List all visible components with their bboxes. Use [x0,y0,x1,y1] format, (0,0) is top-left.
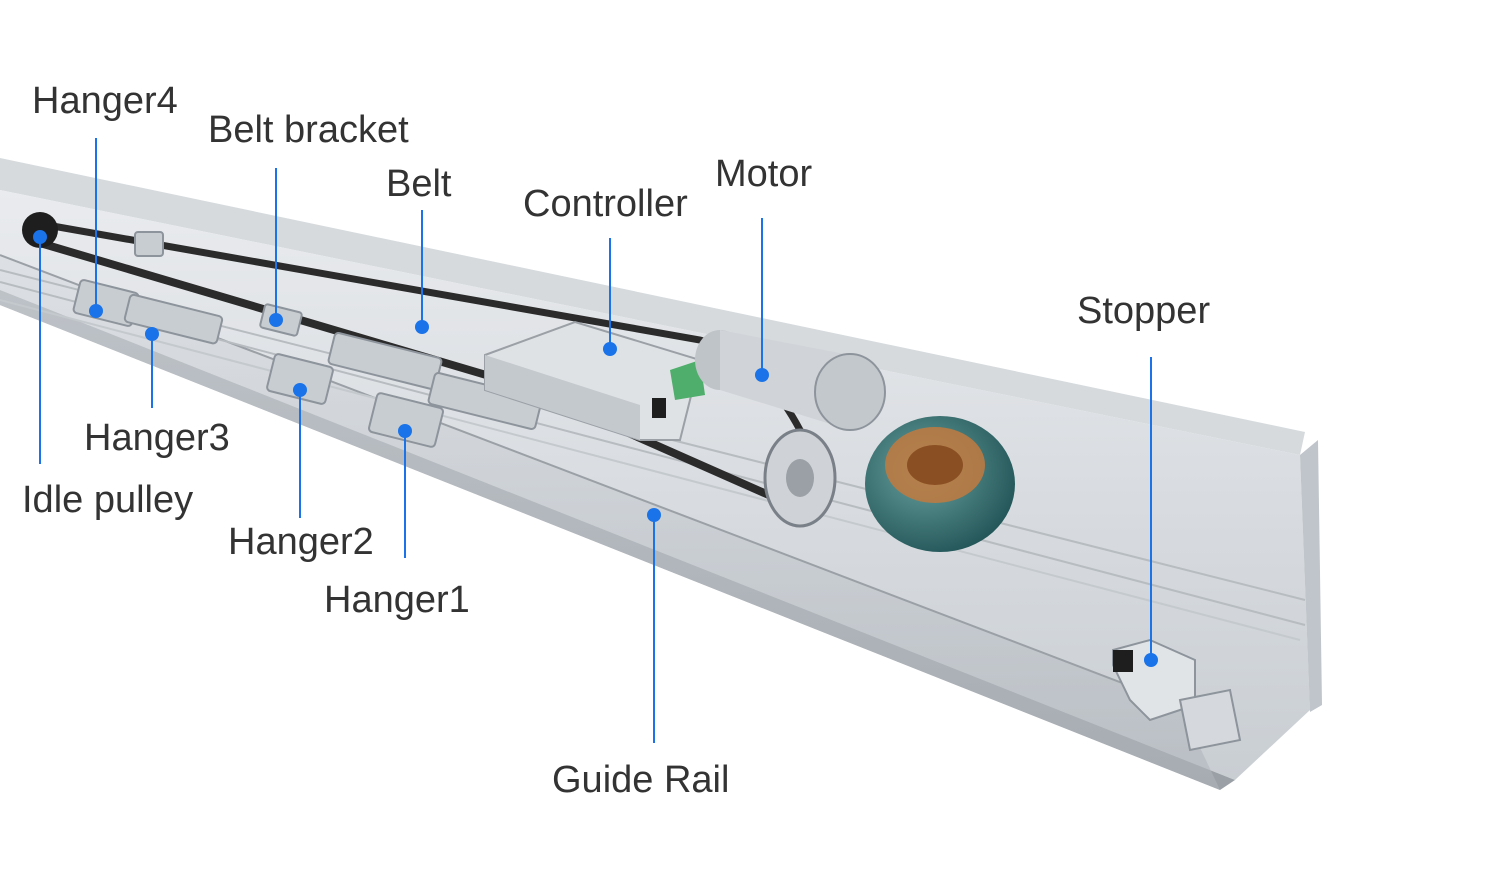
hanger-drawings [72,231,543,448]
stopper-drawing [1112,638,1242,752]
label-belt: Belt [386,163,452,205]
dot-hanger3 [145,327,159,341]
dot-hanger4 [89,304,103,318]
dot-belt [415,320,429,334]
label-guide-rail: Guide Rail [552,759,730,801]
label-stopper: Stopper [1077,290,1211,332]
label-idle-pulley: Idle pulley [22,479,194,521]
dot-idle-pulley [33,230,47,244]
label-belt-bracket: Belt bracket [208,109,409,151]
dot-belt-bracket [269,313,283,327]
controller-drawing [484,320,705,441]
label-hanger2: Hanger2 [228,521,374,563]
label-hanger3: Hanger3 [84,417,230,459]
leader-lines [39,138,1152,743]
dot-stopper [1144,653,1158,667]
dot-hanger1 [398,424,412,438]
motor-drawing [695,330,1015,552]
label-controller: Controller [523,183,688,225]
label-motor: Motor [715,153,813,195]
label-hanger4: Hanger4 [32,80,178,122]
dot-hanger2 [293,383,307,397]
dot-guide-rail [647,508,661,522]
dot-motor [755,368,769,382]
dot-controller [603,342,617,356]
callout-dots [33,230,1158,667]
label-hanger1: Hanger1 [324,579,470,621]
